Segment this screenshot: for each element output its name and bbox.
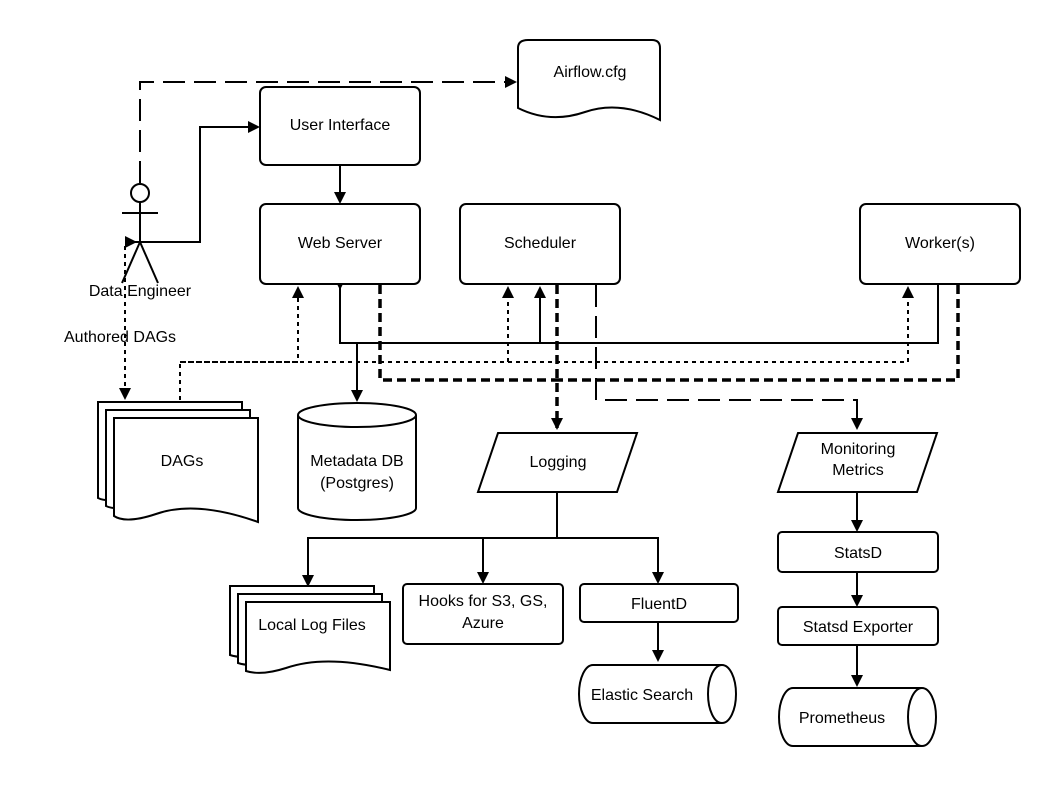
statsd-node: StatsD <box>777 531 939 573</box>
monitoring-label-line1: Monitoring <box>821 441 896 458</box>
metadata-db-label-line2: (Postgres) <box>320 475 394 492</box>
statsd-exporter-node: Statsd Exporter <box>777 606 939 646</box>
edge-logging-to-fluentd <box>557 537 664 584</box>
edge-webserver-metadata <box>334 278 357 344</box>
metadata-db-label-line1: Metadata DB <box>310 453 403 470</box>
statsd-label: StatsD <box>834 545 882 562</box>
scheduler-label: Scheduler <box>504 235 577 252</box>
prometheus-label: Prometheus <box>799 710 885 727</box>
edge-dags-to-scheduler <box>180 286 514 363</box>
hooks-node: Hooks for S3, GS, Azure <box>402 583 564 645</box>
hooks-label-line1: Hooks for S3, GS, <box>419 593 548 610</box>
local-log-files-label: Local Log Files <box>258 617 366 634</box>
person-icon <box>121 183 159 284</box>
dags-label: DAGs <box>161 453 204 470</box>
authored-dags-label: Authored DAGs <box>64 329 176 346</box>
edge-scheduler-to-monitoring <box>595 285 863 430</box>
workers-label: Worker(s) <box>905 235 975 252</box>
scheduler-node: Scheduler <box>459 203 621 285</box>
elastic-search-node: Elastic Search <box>578 664 737 724</box>
fluentd-node: FluentD <box>579 583 739 623</box>
airflow-cfg-label: Airflow.cfg <box>554 64 627 81</box>
elastic-search-label: Elastic Search <box>591 687 693 704</box>
edge-worker-logs <box>557 285 960 382</box>
web-server-label: Web Server <box>298 235 383 252</box>
edge-metadata-bus <box>357 286 546 344</box>
monitoring-metrics-node: Monitoring Metrics <box>776 432 939 493</box>
user-interface-label: User Interface <box>290 117 391 134</box>
prometheus-node: Prometheus <box>778 687 937 747</box>
hooks-label-line2: Azure <box>462 615 504 632</box>
edge-logging-to-local-files <box>302 537 557 587</box>
web-server-node: Web Server <box>259 203 421 285</box>
logging-label: Logging <box>530 454 587 471</box>
edge-worker-metadata <box>540 285 939 344</box>
data-engineer-actor: Data Engineer <box>89 183 192 300</box>
metadata-db-node: Metadata DB (Postgres) <box>297 402 417 521</box>
local-log-files-node: Local Log Files <box>229 585 391 674</box>
data-engineer-label: Data Engineer <box>89 283 192 300</box>
user-interface-node: User Interface <box>259 86 421 166</box>
edge-engineer-user-interface <box>125 121 260 248</box>
edge-webserver-logs <box>378 285 557 382</box>
dags-node: DAGs <box>97 401 259 524</box>
workers-node: Worker(s) <box>859 203 1021 285</box>
airflow-cfg-node: Airflow.cfg <box>517 39 661 122</box>
monitoring-label-line2: Metrics <box>832 462 884 479</box>
logging-node: Logging <box>476 432 639 493</box>
edge-dags-to-webserver <box>179 286 304 400</box>
edge-dags-to-worker <box>508 286 914 363</box>
fluentd-label: FluentD <box>631 596 687 613</box>
statsd-exporter-label: Statsd Exporter <box>803 619 914 636</box>
